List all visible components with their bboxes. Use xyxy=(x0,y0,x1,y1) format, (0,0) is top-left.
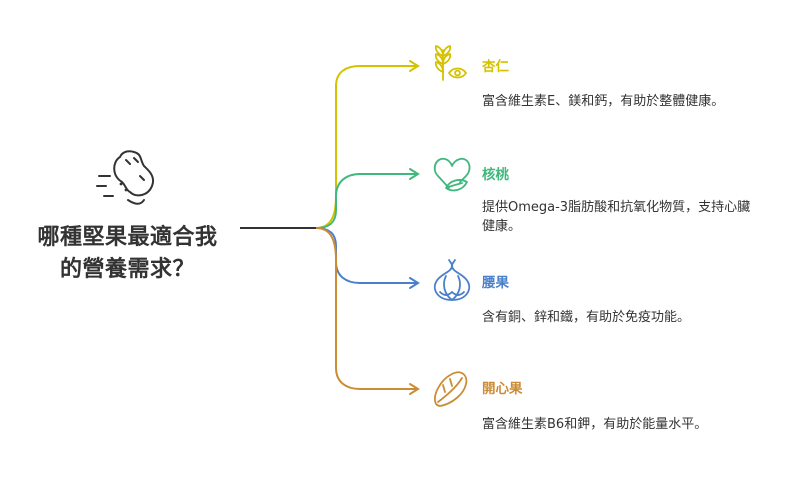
branch-label-cashew: 腰果 xyxy=(482,275,509,291)
branch-description-walnut: 提供Omega-3脂肪酸和抗氧化物質，支持心臟健康。 xyxy=(482,200,751,234)
branch-arrowhead-pistachio xyxy=(409,383,420,395)
heart-leaf-icon xyxy=(433,157,471,192)
branch-description-pistachio: 富含維生素B6和鉀，有助於能量水平。 xyxy=(482,417,708,432)
branch-arrowhead-cashew xyxy=(409,277,420,289)
page-title: 哪種堅果最適合我 的營養需求？ xyxy=(20,222,235,286)
branch-label-walnut: 核桃 xyxy=(482,167,509,183)
title-line-2: 的營養需求？ xyxy=(59,257,195,282)
branch-arrowhead-almond xyxy=(409,60,420,72)
peanut-icon xyxy=(96,150,154,205)
branch-arrowhead-walnut xyxy=(409,168,420,180)
garlic-bulb-icon xyxy=(433,259,471,301)
wheat-eye-icon xyxy=(434,45,467,81)
title-line-1: 哪種堅果最適合我 xyxy=(37,225,218,250)
branch-connector-walnut xyxy=(315,173,416,229)
branch-label-almond: 杏仁 xyxy=(482,59,509,75)
seed-pod-icon xyxy=(434,371,468,407)
branch-connector-pistachio xyxy=(315,227,416,390)
branch-description-cashew: 含有銅、鋅和鐵，有助於免疫功能。 xyxy=(482,310,691,325)
branch-label-pistachio: 開心果 xyxy=(482,381,523,397)
branch-connector-almond xyxy=(315,65,416,229)
branch-description-almond: 富含維生素E、鎂和鈣，有助於整體健康。 xyxy=(482,94,725,109)
